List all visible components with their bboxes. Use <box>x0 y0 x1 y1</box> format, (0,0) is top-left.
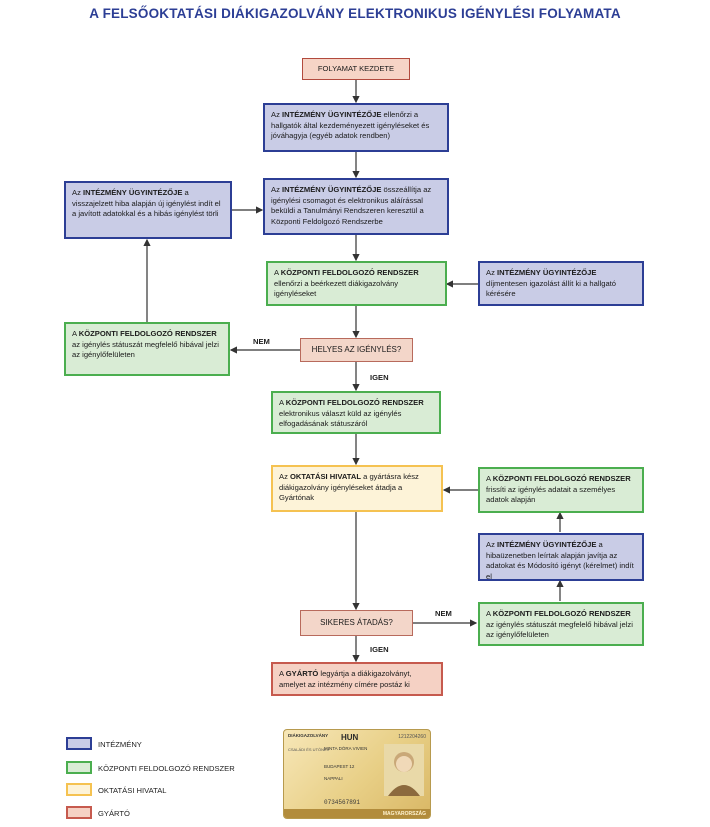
label-yes: IGEN <box>370 373 389 382</box>
card-footer-text: MAGYARORSZÁG <box>382 811 426 817</box>
actor-name: INTÉZMÉNY ÜGYINTÉZŐJE <box>496 268 597 277</box>
legend-swatch-central <box>66 761 92 774</box>
step-text-pre: A <box>486 609 493 618</box>
actor-name: INTÉZMÉNY ÜGYINTÉZŐJE <box>281 185 382 194</box>
step-institution-resubmit: Az INTÉZMÉNY ÜGYINTÉZŐJE a visszajelzett… <box>64 181 232 239</box>
step-text: az igénylés státuszát megfelelő hibával … <box>486 619 633 640</box>
step-institution-check: Az INTÉZMÉNY ÜGYINTÉZŐJE ellenőrzi a hal… <box>263 103 449 152</box>
legend-label-manufacturer: GYÁRTÓ <box>98 809 130 818</box>
step-central-accept: A KÖZPONTI FELDOLGOZÓ RENDSZER elektroni… <box>271 391 441 434</box>
step-text-pre: Az <box>271 185 282 194</box>
legend-label-office: OKTATÁSI HIVATAL <box>98 786 167 795</box>
card-number: 1212204260 <box>398 734 426 740</box>
step-institution-certificate: Az INTÉZMÉNY ÜGYINTÉZŐJE díjmentesen iga… <box>478 261 644 306</box>
student-id-card: DIÁKIGAZOLVÁNY HUN 1212204260 CSALÁDI ÉS… <box>283 729 431 819</box>
actor-name: KÖZPONTI FELDOLGOZÓ RENDSZER <box>492 609 631 618</box>
actor-name: INTÉZMÉNY ÜGYINTÉZŐJE <box>82 188 183 197</box>
step-text: összeállítja az igénylési csomagot és el… <box>271 185 432 226</box>
step-text-pre: Az <box>72 188 83 197</box>
actor-name: GYÁRTÓ <box>285 669 319 678</box>
step-text-pre: A <box>72 329 79 338</box>
step-institution-package: Az INTÉZMÉNY ÜGYINTÉZŐJE összeállítja az… <box>263 178 449 235</box>
step-text: elektronikus választ küld az igénylés el… <box>279 408 402 429</box>
legend-swatch-institution <box>66 737 92 750</box>
step-text-pre: Az <box>486 540 497 549</box>
actor-name: KÖZPONTI FELDOLGOZÓ RENDSZER <box>492 474 631 483</box>
decision-successful-transfer: SIKERES ÁTADÁS? <box>300 610 413 636</box>
step-text-pre: A <box>279 398 286 407</box>
step-central-transfer-error: A KÖZPONTI FELDOLGOZÓ RENDSZER az igényl… <box>478 602 644 646</box>
legend-label-central: KÖZPONTI FELDOLGOZÓ RENDSZER <box>98 764 235 773</box>
step-text-pre: Az <box>486 268 497 277</box>
card-address-value: BUDAPEST 12 <box>324 764 355 769</box>
step-manufacturer: A GYÁRTÓ legyártja a diákigazolványt, am… <box>271 662 443 696</box>
card-title: DIÁKIGAZOLVÁNY <box>288 733 329 738</box>
step-text-pre: A <box>279 669 286 678</box>
step-text: ellenőrzi a hallgatók által kezdeményeze… <box>271 110 430 140</box>
decision-valid-request: HELYES AZ IGÉNYLÉS? <box>300 338 413 362</box>
actor-name: INTÉZMÉNY ÜGYINTÉZŐJE <box>281 110 382 119</box>
step-text-pre: A <box>274 268 281 277</box>
step-text-pre: Az <box>279 472 290 481</box>
card-photo <box>384 744 424 796</box>
step-text: díjmentesen igazolást állít ki a hallgat… <box>486 278 617 299</box>
step-central-check: A KÖZPONTI FELDOLGOZÓ RENDSZER ellenőrzi… <box>266 261 447 306</box>
step-text: a gyártásra kész diákigazolvány igénylés… <box>279 472 419 502</box>
actor-name: KÖZPONTI FELDOLGOZÓ RENDSZER <box>285 398 424 407</box>
step-institution-correct: Az INTÉZMÉNY ÜGYINTÉZŐJE a hibaüzenetben… <box>478 533 644 581</box>
step-text-pre: A <box>486 474 493 483</box>
card-country: HUN <box>341 733 359 742</box>
card-name-label: CSALÁDI ÉS UTÓNÉV <box>288 747 330 752</box>
step-text: frissíti az igénylés adatait a személyes… <box>486 484 616 505</box>
step-text-pre: Az <box>271 110 282 119</box>
card-id-value: 0734567891 <box>324 799 361 806</box>
step-text: az igénylés státuszát megfelelő hibával … <box>72 339 219 360</box>
label-no: NEM <box>253 337 270 346</box>
actor-name: KÖZPONTI FELDOLGOZÓ RENDSZER <box>280 268 419 277</box>
legend-label-institution: INTÉZMÉNY <box>98 740 142 749</box>
legend-swatch-office <box>66 783 92 796</box>
step-text: a visszajelzett hiba alapján új igénylés… <box>72 188 221 218</box>
legend-swatch-manufacturer <box>66 806 92 819</box>
step-central-update: A KÖZPONTI FELDOLGOZÓ RENDSZER frissíti … <box>478 467 644 513</box>
actor-name: INTÉZMÉNY ÜGYINTÉZŐJE <box>496 540 597 549</box>
actor-name: OKTATÁSI HIVATAL <box>289 472 361 481</box>
step-text: ellenőrzi a beérkezett diákigazolvány ig… <box>274 278 399 299</box>
step-text: legyártja a diákigazolványt, amelyet az … <box>279 669 412 689</box>
actor-name: KÖZPONTI FELDOLGOZÓ RENDSZER <box>78 329 217 338</box>
step-text: a hibaüzenetben leírtak alapján javítja … <box>486 540 634 581</box>
page-title: A FELSŐOKTATÁSI DIÁKIGAZOLVÁNY ELEKTRONI… <box>89 6 621 21</box>
step-central-error: A KÖZPONTI FELDOLGOZÓ RENDSZER az igényl… <box>64 322 230 376</box>
label-yes: IGEN <box>370 645 389 654</box>
card-name-value: MINTA DÓRA VIVIEN <box>324 746 368 751</box>
card-footer-bar <box>284 809 430 818</box>
step-education-office: Az OKTATÁSI HIVATAL a gyártásra kész diá… <box>271 465 443 512</box>
card-mode-value: NAPPALI <box>324 776 343 781</box>
flow-start: FOLYAMAT KEZDETE <box>302 58 410 80</box>
label-no: NEM <box>435 609 452 618</box>
